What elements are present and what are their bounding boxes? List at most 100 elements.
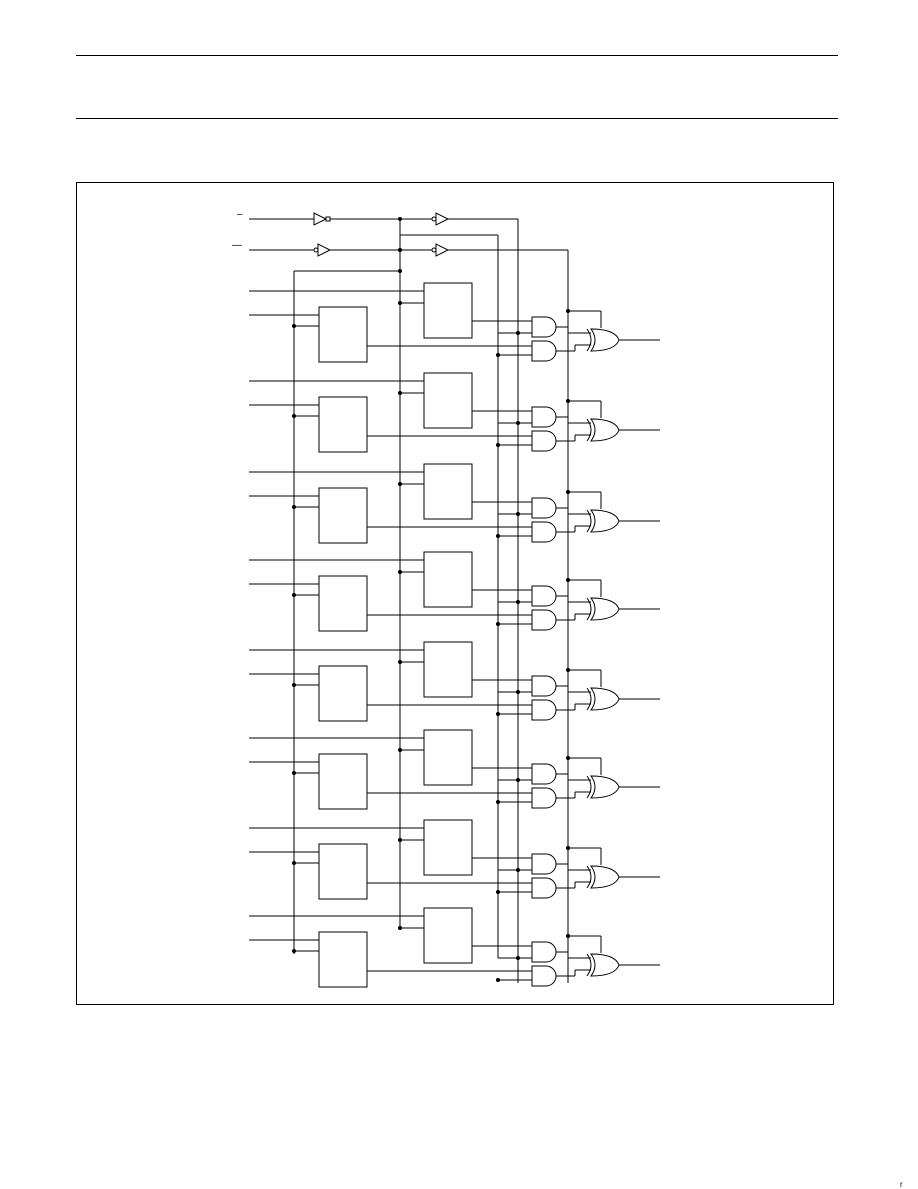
stage-1-xor-gate: [590, 328, 620, 352]
corner-mark: r: [900, 1180, 903, 1189]
stage-3-upper-block: [423, 463, 473, 520]
stage-4-and-gate-1: [531, 585, 557, 607]
junction-dot: [566, 846, 570, 850]
junction-dot: [566, 490, 570, 494]
junction-dot: [566, 578, 570, 582]
overbar-mark-bottom: —: [232, 240, 242, 251]
inverter-3-triangle: [317, 243, 332, 257]
stage-1-xor-gate-back: [586, 328, 592, 352]
stage-5-and-gate-1: [531, 675, 557, 697]
junction-dot: [398, 660, 402, 664]
junction-dot: [292, 683, 296, 687]
stage-6-xor-gate-back: [586, 775, 592, 799]
stage-6-and-gate-1: [531, 763, 557, 785]
stage-1-and-gate-2: [531, 340, 557, 362]
junction-dot: [292, 861, 296, 865]
junction-dot: [566, 668, 570, 672]
stage-4-and-gate-2: [531, 609, 557, 631]
header-rule-top: [76, 55, 838, 56]
buffer-4-bubble: [431, 247, 437, 253]
stage-3-and-gate-2: [531, 521, 557, 543]
stage-7-lower-block: [318, 843, 368, 900]
junction-dot: [516, 331, 520, 335]
junction-dot: [516, 690, 520, 694]
stage-3-xor-gate-back: [586, 509, 592, 533]
stage-4-xor-gate: [590, 597, 620, 621]
junction-dot: [496, 890, 500, 894]
logic-diagram-frame: – —: [76, 182, 834, 1005]
junction-dot: [516, 778, 520, 782]
junction-dot: [516, 868, 520, 872]
stage-1-lower-block: [318, 306, 368, 363]
buffer-2-triangle: [435, 212, 450, 226]
stage-3-lower-block: [318, 487, 368, 544]
stage-1-upper-block: [423, 282, 473, 339]
inverter-3-bubble: [313, 247, 319, 253]
junction-dot: [516, 956, 520, 960]
stage-8-xor-gate: [590, 953, 620, 977]
stage-5-xor-gate-back: [586, 687, 592, 711]
junction-dot: [496, 353, 500, 357]
stage-8-xor-gate-back: [586, 953, 592, 977]
junction-dot: [496, 443, 500, 447]
stage-8-lower-block: [318, 931, 368, 988]
stage-7-and-gate-2: [531, 877, 557, 899]
stage-5-xor-gate: [590, 687, 620, 711]
stage-6-lower-block: [318, 753, 368, 810]
stage-5-and-gate-2: [531, 699, 557, 721]
junction-dot: [496, 534, 500, 538]
stage-2-lower-block: [318, 396, 368, 453]
stage-6-xor-gate: [590, 775, 620, 799]
logic-schematic: [249, 212, 660, 988]
stage-2-and-gate-2: [531, 430, 557, 452]
junction-dot: [398, 748, 402, 752]
junction-dot: [566, 756, 570, 760]
junction-dot: [292, 324, 296, 328]
junction-dot: [398, 301, 402, 305]
junction-dot: [398, 391, 402, 395]
junction-dot: [566, 934, 570, 938]
junction-dot: [496, 712, 500, 716]
junction-dot: [516, 512, 520, 516]
stage-4-xor-gate-back: [586, 597, 592, 621]
junction-dot: [496, 800, 500, 804]
junction-dot: [516, 421, 520, 425]
stage-6-upper-block: [423, 729, 473, 786]
stage-5-lower-block: [318, 665, 368, 722]
junction-dot: [292, 505, 296, 509]
stage-1-and-gate-1: [531, 316, 557, 338]
stage-7-upper-block: [423, 819, 473, 876]
junction-dot: [398, 838, 402, 842]
stage-3-and-gate-1: [531, 497, 557, 519]
junction-dot: [292, 593, 296, 597]
stage-4-upper-block: [423, 551, 473, 608]
stage-2-and-gate-1: [531, 406, 557, 428]
stage-4-lower-block: [318, 575, 368, 632]
junction-dot: [496, 622, 500, 626]
inverter-1-triangle: [313, 212, 328, 226]
junction-dot: [292, 771, 296, 775]
junction-dot: [566, 399, 570, 403]
junction-dot: [292, 949, 296, 953]
stage-7-and-gate-1: [531, 853, 557, 875]
junction-dot: [398, 482, 402, 486]
junction-dot: [292, 414, 296, 418]
stage-7-xor-gate: [590, 865, 620, 889]
stage-group: [249, 282, 660, 988]
stage-2-xor-gate-back: [586, 418, 592, 442]
stage-7-xor-gate-back: [586, 865, 592, 889]
stage-5-upper-block: [423, 641, 473, 698]
stage-3-xor-gate: [590, 509, 620, 533]
control-section: [249, 212, 568, 273]
junction-dot: [516, 600, 520, 604]
stage-8-and-gate-2: [531, 965, 557, 987]
buffer-2-bubble: [431, 216, 437, 222]
stage-8-and-gate-1: [531, 941, 557, 963]
buffer-4-triangle: [435, 243, 450, 257]
inverter-1-bubble: [325, 216, 331, 222]
junction-dot: [496, 978, 500, 982]
header-rule-bottom: [76, 118, 838, 119]
stage-6-and-gate-2: [531, 787, 557, 809]
junction-dot: [398, 570, 402, 574]
overbar-mark-top: –: [237, 209, 243, 220]
